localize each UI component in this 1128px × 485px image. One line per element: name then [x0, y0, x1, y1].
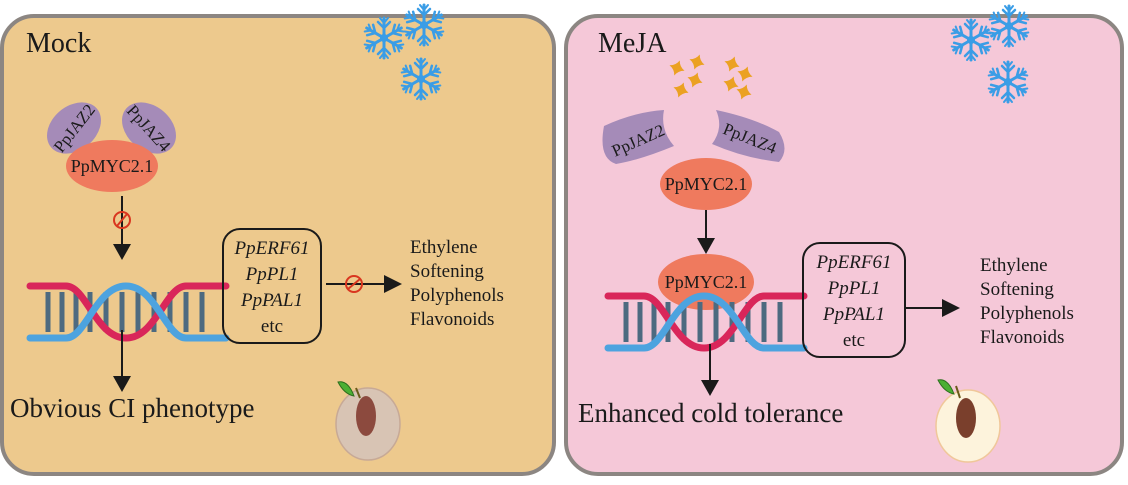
meja-panel: MeJA PpJAZ2 PpJAZ4 PpMYC2.1 PpMYC2.1	[564, 4, 1124, 476]
myc-protein	[660, 158, 752, 210]
effect-item: Softening	[980, 279, 1054, 300]
myc-protein	[66, 140, 158, 192]
snowflake-icon	[988, 4, 1030, 48]
effect-item: Flavonoids	[980, 327, 1065, 348]
outcome-label: Obvious CI phenotype	[10, 393, 255, 423]
gene-label: PpERF61	[816, 252, 892, 273]
snowflake-icon	[950, 18, 992, 62]
snowflake-icon	[363, 16, 405, 60]
effect-item: Softening	[410, 261, 484, 282]
snowflake-group	[950, 4, 1030, 104]
star-icon	[669, 60, 685, 76]
activation-arrow	[697, 210, 715, 254]
star-icon	[687, 72, 703, 88]
effect-item: Polyphenols	[410, 285, 504, 306]
gene-label: PpPAL1	[823, 304, 885, 325]
meja-molecules	[669, 54, 753, 100]
panel-title-meja: MeJA	[598, 28, 667, 59]
outcome-label: Enhanced cold tolerance	[578, 398, 844, 428]
gene-label: PpPL1	[827, 278, 881, 299]
target-genes-box: PpERF61 PpPL1 PpPAL1 etc	[802, 242, 906, 358]
gene-label: PpERF61	[234, 238, 310, 259]
gene-etc-label: etc	[260, 316, 284, 337]
jaz2-protein	[602, 110, 674, 164]
snowflake-group	[363, 3, 445, 101]
jaz-myc-dissociated: PpJAZ2 PpJAZ4 PpMYC2.1	[602, 110, 785, 210]
jaz2-protein	[47, 102, 101, 154]
myc-label: PpMYC2.1	[665, 174, 748, 194]
panel-title-mock: Mock	[26, 28, 92, 59]
star-icon	[723, 76, 739, 92]
peach-icon	[935, 379, 1001, 463]
effects-arrow	[906, 299, 960, 317]
snowflake-icon	[400, 57, 442, 101]
myc-bound: PpMYC2.1	[658, 254, 754, 310]
inhibited-effects-arrow	[326, 275, 402, 293]
snowflake-icon	[403, 3, 445, 47]
prohibition-icon	[113, 211, 131, 229]
snowflake-icon	[987, 60, 1029, 104]
inhibited-arrow	[113, 196, 131, 260]
star-icon	[737, 66, 753, 82]
effect-item: Flavonoids	[410, 309, 495, 330]
dna-helix-icon	[26, 282, 230, 342]
star-icon	[689, 54, 705, 70]
myc-label: PpMYC2.1	[665, 272, 748, 292]
myc-protein	[658, 254, 754, 310]
jaz4-protein	[712, 110, 785, 162]
star-icon	[736, 84, 752, 100]
peach-icon	[335, 381, 401, 461]
effect-item: Ethylene	[980, 255, 1048, 276]
effects-list: Ethylene Softening Polyphenols Flavonoid…	[410, 236, 504, 332]
star-icon	[724, 56, 740, 72]
star-icon	[673, 82, 689, 98]
prohibition-icon	[345, 275, 363, 293]
effects-list: Ethylene Softening Polyphenols Flavonoid…	[980, 254, 1074, 350]
target-genes-box: PpERF61 PpPL1 PpPAL1 etc	[222, 228, 322, 344]
gene-label: PpPL1	[245, 264, 299, 285]
dna-helix-icon	[604, 292, 808, 352]
jaz4-protein	[122, 102, 176, 154]
gene-etc-label: etc	[842, 330, 866, 351]
jaz-myc-complex: PpJAZ2 PpJAZ4 PpMYC2.1	[47, 100, 176, 192]
outcome-arrow	[113, 330, 131, 392]
mock-panel: Mock PpJAZ2 PpJAZ4 PpMYC2.1 PpERF61 PpPL…	[0, 3, 556, 476]
gene-label: PpPAL1	[241, 290, 303, 311]
outcome-arrow	[701, 344, 719, 396]
effect-item: Polyphenols	[980, 303, 1074, 324]
effect-item: Ethylene	[410, 237, 478, 258]
myc-label: PpMYC2.1	[71, 156, 154, 176]
